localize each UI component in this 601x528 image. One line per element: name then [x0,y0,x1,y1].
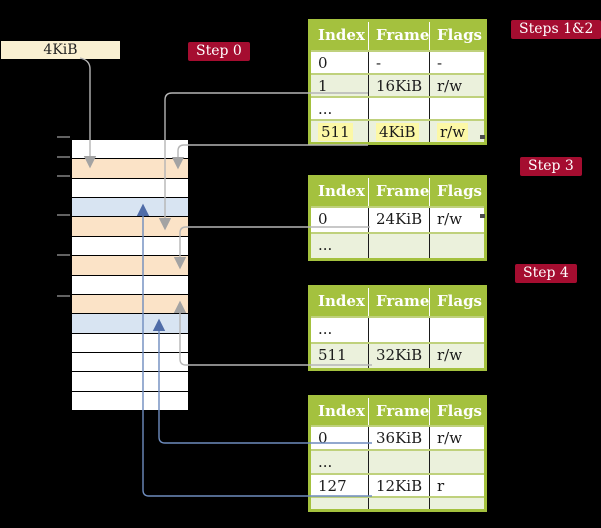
table-row: ... [311,449,484,473]
highlighted-cell-value: 4KiB [376,123,419,141]
table-header-row: Index Frame Flags [311,398,484,425]
memory-ticks [57,136,70,297]
table-row: 1 16KiB r/w [311,73,484,96]
table-row: ... [311,496,484,509]
memory-row-white [72,275,188,295]
memory-row-white [72,140,188,160]
step0-label: Step 0 [188,42,250,61]
memory-column [70,138,190,412]
highlighted-cell-value: 511 [318,123,353,141]
memory-row-blue [72,198,188,218]
memory-row-white [72,333,188,353]
table-row: ... [311,316,484,342]
header-frame: Frame [369,22,430,50]
memory-row-white [72,372,188,392]
header-frame: Frame [369,288,430,316]
table-row: 0 36KiB r/w [311,425,484,449]
header-flags: Flags [437,182,482,200]
memory-row-white [72,391,188,411]
table-row: 127 12KiB r [311,473,484,496]
table-row: 511 32KiB r/w [311,342,484,368]
table-row: ... [311,96,484,119]
highlighted-cell-value: r/w [437,123,469,141]
memory-row-orange [72,294,188,315]
table-header-row: Index Frame Flags [311,178,484,206]
header-flags: Flags [437,26,482,44]
memory-row-orange [72,159,188,179]
page-table-3: Index Frame Flags ... 511 32KiB r/w [308,285,487,371]
memory-row-white [72,178,188,199]
memory-row-blue [72,314,188,334]
header-index: Index [311,288,369,316]
header-flags: Flags [437,402,482,420]
header-index: Index [311,398,369,425]
step4-label: Step 4 [515,264,577,283]
header-index: Index [311,178,369,206]
header-frame: Frame [369,178,430,206]
frame-size-box: 4KiB [1,41,120,59]
memory-row-white [72,236,188,257]
header-frame: Frame [369,398,430,425]
memory-row-white [72,352,188,373]
table-header-row: Index Frame Flags [311,288,484,316]
table-row: 0 - - [311,50,484,73]
header-index: Index [311,22,369,50]
step3-label: Step 3 [520,157,582,176]
page-table-4: Index Frame Flags 0 36KiB r/w ... 127 12… [308,395,487,512]
table-row: ... [311,232,484,258]
page-table-2: Index Frame Flags 0 24KiB r/w ... [308,175,487,261]
memory-row-orange [72,217,188,237]
table-row-highlighted: 511 4KiB r/w [311,119,484,142]
table-header-row: Index Frame Flags [311,22,484,50]
page-table-1: Index Frame Flags 0 - - 1 16KiB r/w ... … [308,19,487,145]
memory-row-orange [72,256,188,276]
arrow-t1-index511-to-4kib-frame [171,144,368,170]
header-flags: Flags [437,292,482,310]
steps-1-2-label: Steps 1&2 [511,20,601,39]
table-row: 0 24KiB r/w [311,206,484,232]
